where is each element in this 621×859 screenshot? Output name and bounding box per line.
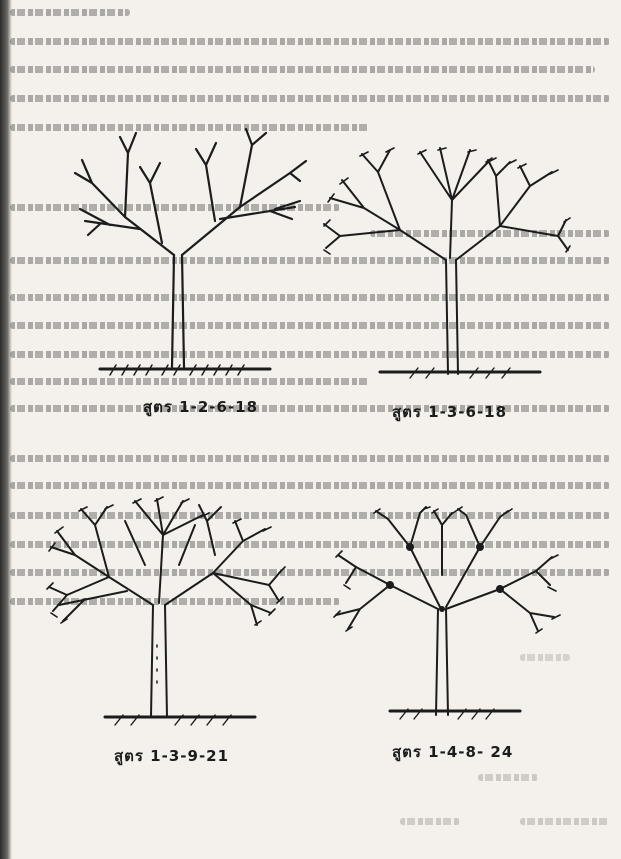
figure-caption: สูตร 1-4-8- 24 [392, 740, 513, 764]
figure-caption: สูตร 1-3-6-18 [392, 400, 507, 424]
tree-diagram-1-4-8-24 [330, 505, 570, 730]
figure-caption: สูตร 1-3-9-21 [114, 744, 229, 768]
tree-diagram-1-3-9-21 [45, 495, 285, 735]
figure-caption: สูตร 1-2-6-18 [143, 395, 258, 419]
tree-diagram-1-3-6-18 [320, 140, 570, 380]
tree-diagram-1-2-6-18 [70, 125, 310, 375]
